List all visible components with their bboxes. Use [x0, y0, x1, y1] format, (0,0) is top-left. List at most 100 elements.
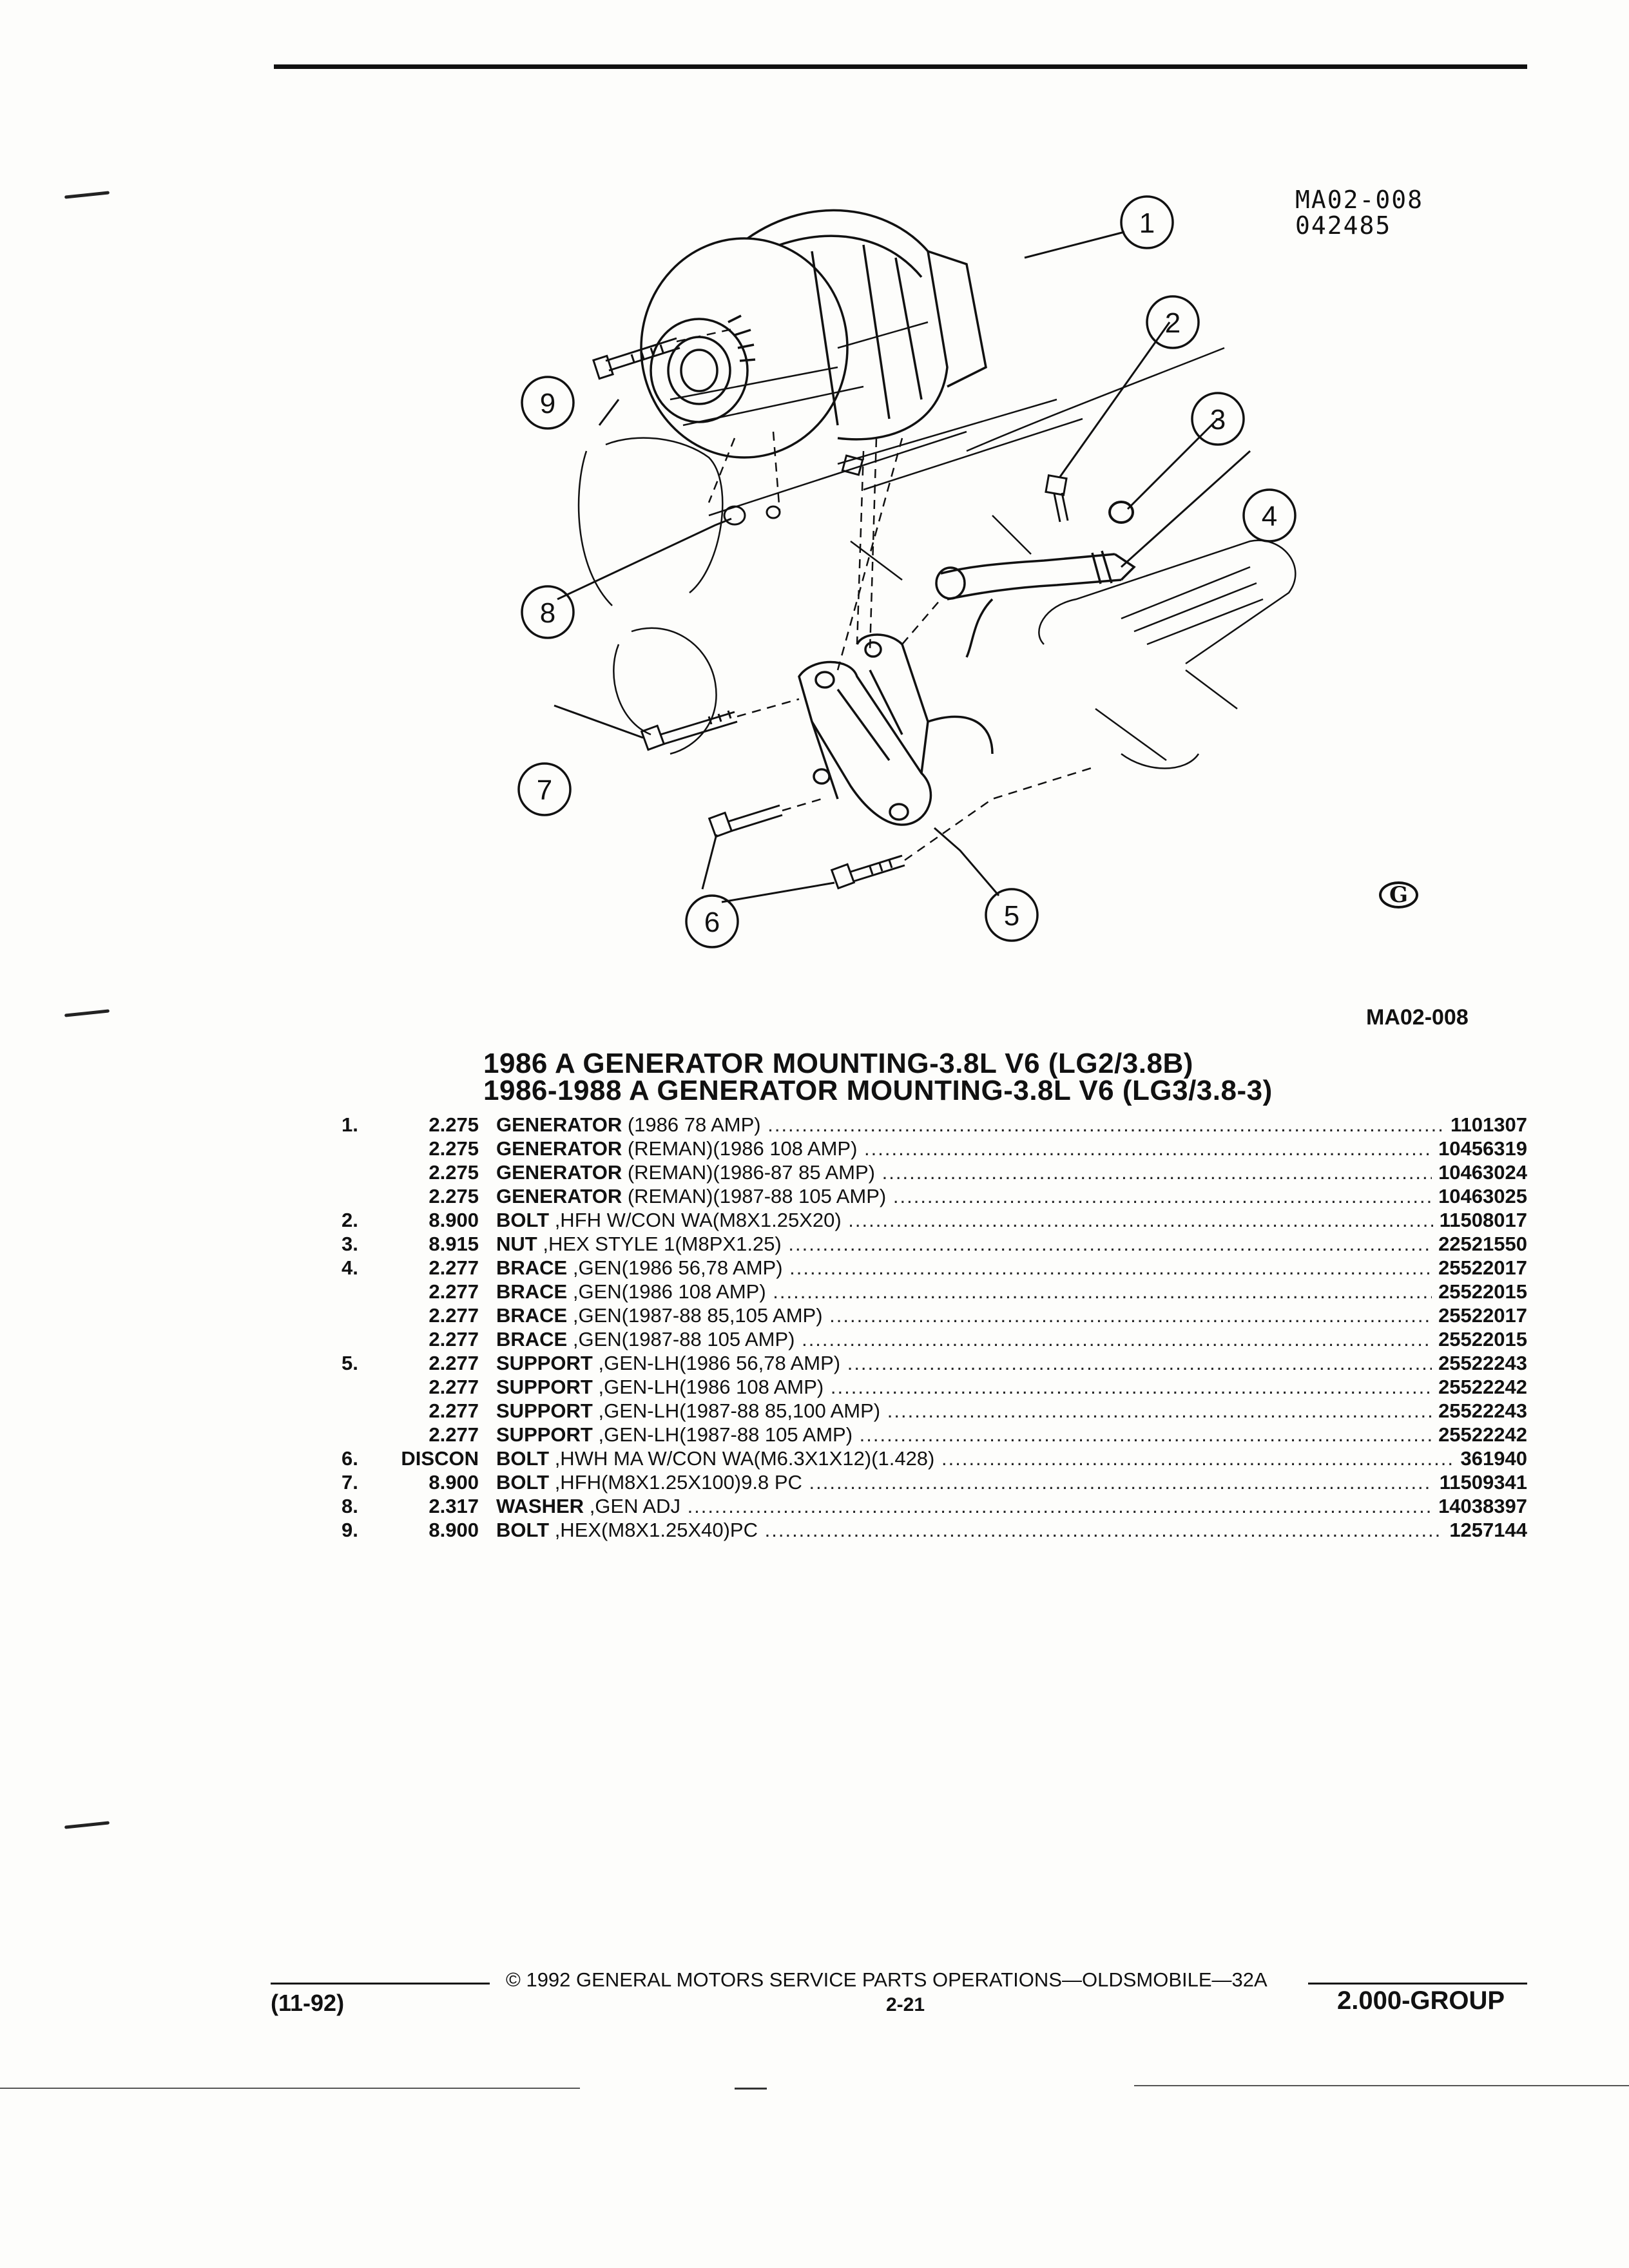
- group-number: 2.277: [429, 1352, 479, 1374]
- group-number: 2.317: [429, 1495, 479, 1517]
- part-number: 14038397: [1432, 1494, 1527, 1518]
- section-title: 1986 A GENERATOR MOUNTING-3.8L V6 (LG2/3…: [483, 1048, 1193, 1079]
- part-number: 1101307: [1444, 1113, 1527, 1137]
- part-description: SUPPORT ,GEN-LH(1986 56,78 AMP) ........…: [496, 1351, 1508, 1375]
- part-description: BRACE ,GEN(1987-88 85,105 AMP) .........…: [496, 1303, 1508, 1327]
- group-number: 2.277: [429, 1399, 479, 1422]
- part-name: WASHER: [496, 1495, 584, 1517]
- part-description: SUPPORT ,GEN-LH(1987-88 85,100 AMP) ....…: [496, 1399, 1508, 1423]
- dot-leader: ........................................…: [892, 1185, 1508, 1207]
- group-number: 2.277: [429, 1423, 479, 1446]
- part-number: 1257144: [1443, 1518, 1527, 1542]
- callout-3: [1191, 392, 1245, 446]
- part-name: SUPPORT: [496, 1376, 593, 1398]
- footer-rule: [271, 1983, 490, 1984]
- group-number: 8.915: [429, 1233, 479, 1255]
- part-number: 25522015: [1432, 1327, 1527, 1351]
- part-number: 25522017: [1432, 1256, 1527, 1280]
- part-description: SUPPORT ,GEN-LH(1986 108 AMP) ..........…: [496, 1375, 1508, 1399]
- item-number: 7.: [342, 1471, 358, 1494]
- item-number: 2.: [342, 1209, 358, 1231]
- callout-label: 5: [1004, 900, 1019, 932]
- part-description: BOLT ,HWH MA W/CON WA(M6.3X1X12)(1.428) …: [496, 1446, 1508, 1470]
- brace-4-part: [935, 550, 1136, 658]
- part-name: GENERATOR: [496, 1113, 622, 1136]
- part-number: 25522015: [1432, 1280, 1527, 1303]
- dot-leader: ........................................…: [848, 1209, 1508, 1231]
- part-description: WASHER ,GEN ADJ ........................…: [496, 1494, 1508, 1518]
- part-description: GENERATOR (1986 78 AMP) ................…: [496, 1113, 1508, 1137]
- dot-leader: ........................................…: [847, 1352, 1508, 1374]
- callout-4: [1242, 488, 1296, 543]
- figure-reference: MA02-008: [1366, 1005, 1469, 1030]
- item-number: 6.: [342, 1447, 358, 1470]
- callout-label: 3: [1210, 404, 1226, 436]
- part-detail: ,GEN-LH(1987-88 105 AMP): [592, 1423, 853, 1446]
- part-description: BOLT ,HEX(M8X1.25X40)PC ................…: [496, 1518, 1508, 1542]
- part-name: BRACE: [496, 1304, 568, 1327]
- item-number: 3.: [342, 1233, 358, 1255]
- part-detail: ,GEN-LH(1986 108 AMP): [592, 1376, 824, 1398]
- bottom-edge-line: [735, 2088, 767, 2090]
- part-name: SUPPORT: [496, 1399, 593, 1422]
- dot-leader: ........................................…: [829, 1304, 1508, 1327]
- top-rule: [274, 64, 1527, 69]
- group-number: 2.275: [429, 1185, 479, 1207]
- leader-lines: [554, 231, 1251, 903]
- assembly-lines: [676, 327, 1096, 861]
- drawing-code-line: MA02-008: [1295, 186, 1424, 214]
- part-detail: ,GEN-LH(1987-88 85,100 AMP): [592, 1399, 881, 1422]
- part-number: 22521550: [1432, 1232, 1527, 1256]
- part-name: BOLT: [496, 1519, 550, 1541]
- stud-nut-part: [841, 454, 864, 476]
- footer-date-code: (11-92): [271, 1990, 345, 2016]
- part-number: 10463025: [1432, 1184, 1527, 1208]
- dot-leader: ........................................…: [764, 1519, 1508, 1541]
- part-number: 361940: [1454, 1446, 1527, 1470]
- bottom-edge-line: [0, 2088, 580, 2089]
- item-number: 8.: [342, 1495, 358, 1517]
- part-detail: ,HEX(M8X1.25X40)PC: [549, 1519, 758, 1541]
- callout-7: [517, 762, 572, 816]
- part-detail: ,GEN(1986 56,78 AMP): [567, 1256, 783, 1279]
- section-titles: 1986 A GENERATOR MOUNTING-3.8L V6 (LG2/3…: [483, 1048, 1385, 1105]
- dot-leader: ........................................…: [687, 1495, 1508, 1517]
- part-detail: (REMAN)(1986 108 AMP): [622, 1137, 858, 1160]
- part-name: GENERATOR: [496, 1185, 622, 1207]
- callout-9: [521, 376, 575, 430]
- part-number: 25522242: [1432, 1423, 1527, 1446]
- callout-label: 4: [1262, 501, 1277, 532]
- part-detail: ,GEN ADJ: [584, 1495, 680, 1517]
- drawing-code-line: 042485: [1295, 211, 1392, 240]
- dot-leader: ........................................…: [864, 1137, 1508, 1160]
- callout-label: 2: [1165, 307, 1181, 339]
- part-name: BOLT: [496, 1471, 550, 1494]
- footer-rule: [1308, 1983, 1527, 1984]
- callout-label: 1: [1139, 207, 1155, 239]
- parts-list: 1. 2.275 GENERATOR (1986 78 AMP) .........…: [322, 1113, 1527, 1542]
- part-name: NUT: [496, 1233, 537, 1255]
- group-number: 2.275: [429, 1137, 479, 1160]
- dot-leader: ........................................…: [882, 1161, 1508, 1184]
- group-number: 8.900: [429, 1471, 479, 1494]
- part-detail: ,GEN-LH(1986 56,78 AMP): [592, 1352, 841, 1374]
- part-detail: ,HWH MA W/CON WA(M6.3X1X12)(1.428): [549, 1447, 935, 1470]
- part-detail: ,GEN(1987-88 85,105 AMP): [567, 1304, 823, 1327]
- gm-logo: G: [1379, 881, 1419, 908]
- item-number: 1.: [342, 1113, 358, 1136]
- part-detail: ,HFH W/CON WA(M8X1.25X20): [549, 1209, 842, 1231]
- callout-label: 6: [704, 907, 720, 938]
